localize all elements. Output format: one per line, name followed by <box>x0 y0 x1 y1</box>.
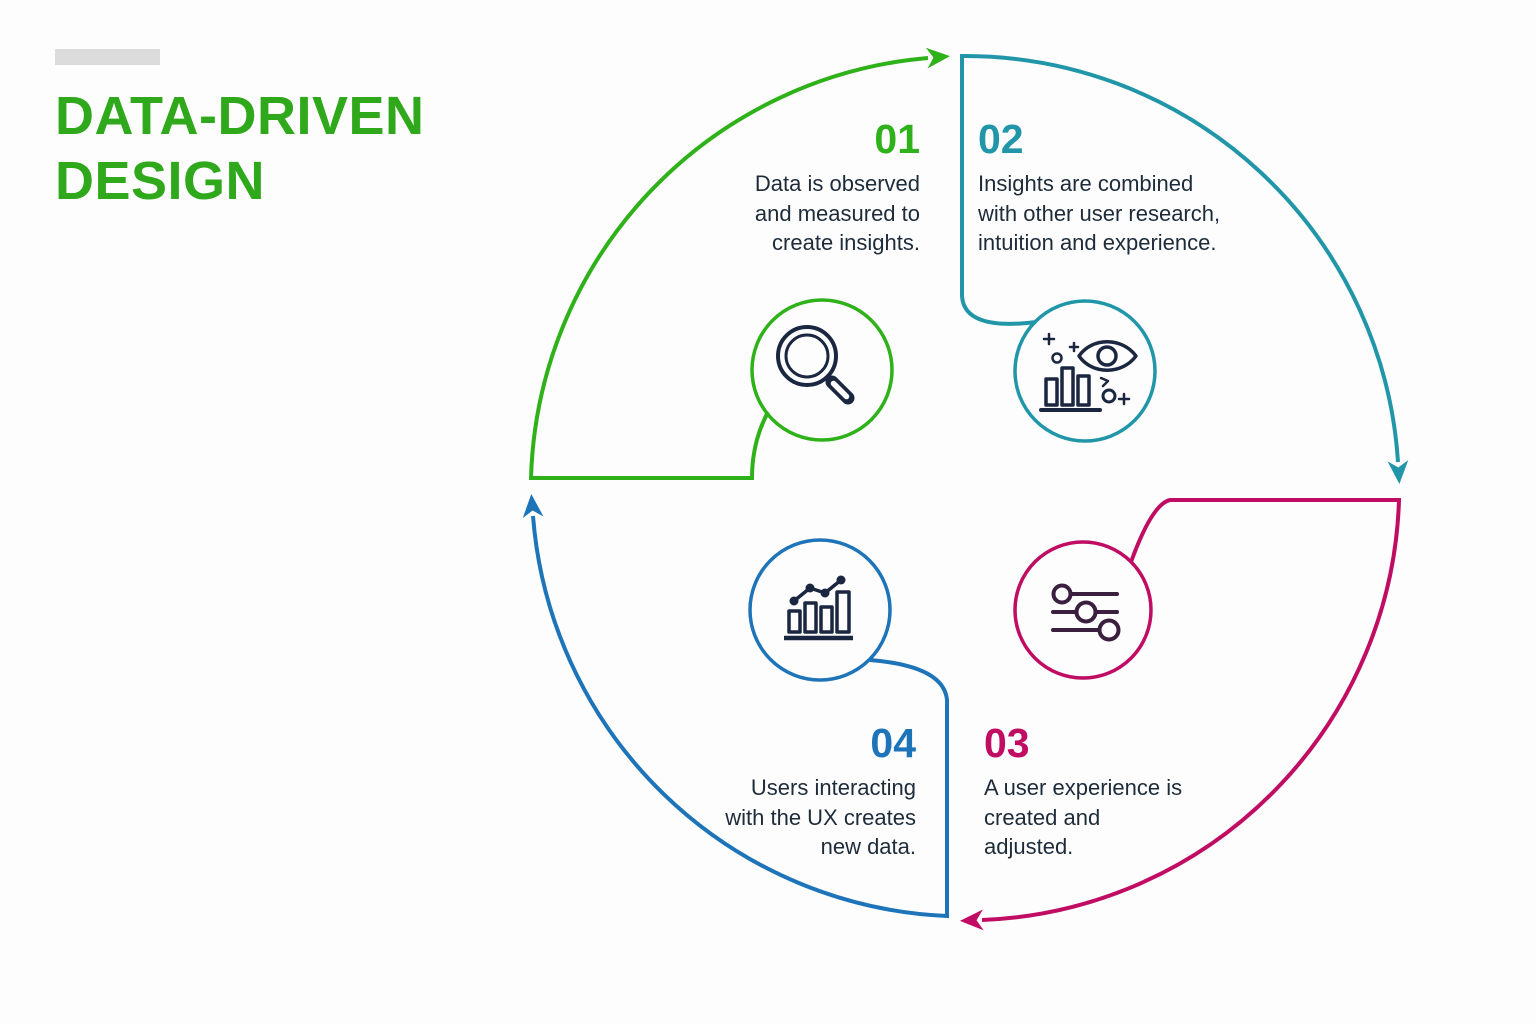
accent-bar <box>55 49 160 65</box>
step-03-text-line: created and <box>984 804 1101 830</box>
step-02-icon-circle <box>1013 299 1157 443</box>
eye-analytics-icon <box>1039 332 1138 412</box>
step-03-text-line: adjusted. <box>984 834 1074 859</box>
step-02-text-line: Insights are combined <box>978 171 1194 196</box>
arc-step-04 <box>522 493 949 919</box>
step-04-text-line: Users interacting <box>750 775 916 800</box>
step-02-text-line: intuition and experience. <box>978 230 1217 255</box>
step-03-number: 03 <box>984 720 1030 766</box>
step-04-number: 04 <box>870 720 916 766</box>
step-01-text-line: create insights. <box>772 230 920 255</box>
step-02-text-line: with other user research, <box>978 200 1221 226</box>
step-04-text-line: new data. <box>820 834 916 859</box>
page-title-line-1: DATA-DRIVEN <box>55 86 425 146</box>
step-01-icon-circle <box>750 298 894 442</box>
magnifier-icon <box>776 325 855 405</box>
step-04-block: 04 Users interacting with the UX creates… <box>725 723 916 862</box>
trend-chart-icon <box>784 575 853 641</box>
step-02-number: 02 <box>978 116 1024 162</box>
arc-step-03 <box>959 498 1402 931</box>
sliders-icon <box>1051 583 1121 642</box>
step-01-text-line: and measured to <box>754 200 920 226</box>
page-title: DATA-DRIVEN DESIGN <box>55 84 424 214</box>
step-04-icon-circle <box>748 538 892 682</box>
step-03-text-line: A user experience is <box>984 775 1183 800</box>
step-03-icon-circle <box>1013 540 1153 680</box>
step-01-block: 01 Data is observed and measured to crea… <box>755 119 920 258</box>
step-03-block: 03 A user experience is created and adju… <box>984 723 1182 862</box>
step-02-block: 02 Insights are combined with other user… <box>978 119 1220 258</box>
page-title-line-2: DESIGN <box>55 151 266 211</box>
arc-step-01 <box>528 47 951 480</box>
step-01-number: 01 <box>874 116 920 162</box>
arc-step-02 <box>960 53 1409 485</box>
step-04-text-line: with the UX creates <box>725 804 916 830</box>
step-01-text-line: Data is observed <box>754 171 920 196</box>
